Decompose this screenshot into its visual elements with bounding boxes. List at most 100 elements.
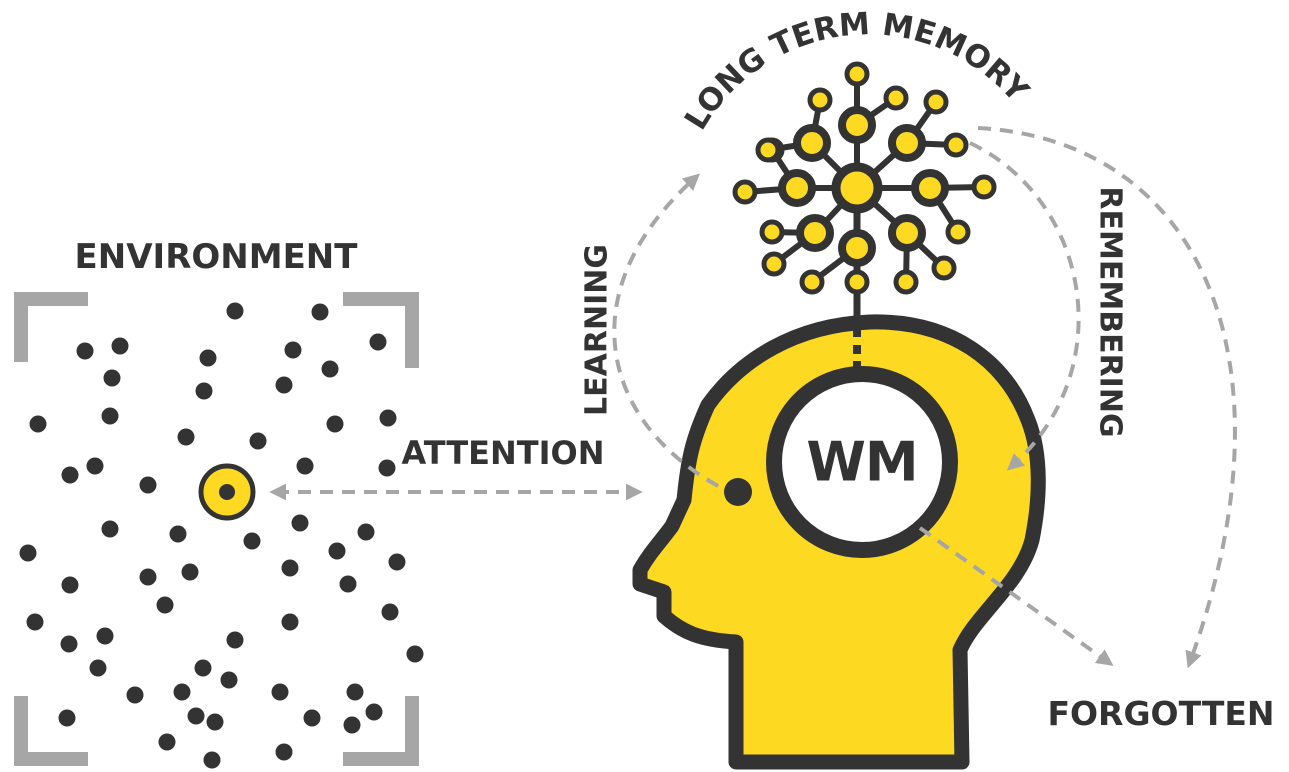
network-node-small: [883, 85, 909, 111]
environment-dots: [19, 302, 424, 769]
stimulus-dot: [199, 349, 217, 367]
network-node-small: [923, 89, 949, 115]
stimulus-dot: [357, 523, 375, 541]
stimulus-dot: [89, 659, 107, 677]
forget-from-ltm-arrow: [977, 126, 1237, 669]
environment-label: ENVIRONMENT: [75, 237, 359, 277]
network-node: [888, 124, 926, 162]
remembering-label: REMEMBERING: [1093, 186, 1128, 437]
stimulus-dot: [61, 576, 79, 594]
network-node-small: [759, 219, 785, 245]
stimulus-dot: [156, 596, 174, 614]
stimulus-dot: [139, 568, 157, 586]
stimulus-dot: [271, 683, 289, 701]
network-node: [793, 124, 831, 162]
stimulus-dot: [328, 542, 346, 560]
network-node-small: [799, 269, 825, 295]
stimulus-dot: [284, 341, 302, 359]
stimulus-dot: [296, 457, 314, 475]
stimulus-dot: [187, 707, 205, 725]
environment-frame: [14, 292, 419, 766]
stimulus-dot: [158, 733, 176, 751]
stimulus-dot: [173, 683, 191, 701]
stimulus-dot: [406, 645, 424, 663]
stimulus-dot: [139, 476, 157, 494]
network-node-small: [893, 269, 919, 295]
stimulus-dot: [101, 520, 119, 538]
stimulus-dot: [111, 337, 129, 355]
stimulus-dot: [365, 703, 383, 721]
stimulus-dot: [195, 382, 213, 400]
network-node: [796, 214, 834, 252]
network-node: [911, 169, 949, 207]
forgotten-label: FORGOTTEN: [1047, 694, 1274, 733]
ltm-link-dashes: [853, 328, 861, 369]
stimulus-dot: [206, 713, 224, 731]
stimulus-dot: [26, 613, 44, 631]
network-node-small: [761, 251, 787, 277]
network-hub: [831, 162, 883, 214]
stimulus-dot: [177, 428, 195, 446]
stimulus-dot: [96, 627, 114, 645]
working-memory-label: WM: [806, 431, 917, 494]
stimulus-dot: [103, 369, 121, 387]
stimulus-dot: [194, 659, 212, 677]
remembering-arrow: [969, 141, 1081, 471]
stimulus-dot: [60, 635, 78, 653]
stimulus-dot: [339, 575, 357, 593]
stimulus-dot: [101, 407, 119, 425]
arrows: [269, 126, 1237, 669]
stimulus-dot: [181, 563, 199, 581]
stimulus-dot: [220, 671, 238, 689]
stimulus-dot: [29, 415, 47, 433]
working-memory-circle: [766, 366, 958, 558]
stimulus-dot: [226, 302, 244, 320]
stimulus-dot: [169, 525, 187, 543]
network-node: [838, 106, 876, 144]
network-node-small: [971, 174, 997, 200]
stimulus-dot: [303, 709, 321, 727]
network-node-small: [844, 61, 870, 87]
stimulus-dot: [249, 432, 267, 450]
stimulus-dot: [61, 466, 79, 484]
stimulus-dot: [326, 415, 344, 433]
stimulus-dot: [275, 743, 293, 761]
stimulus-dot: [311, 303, 329, 321]
stimulus-dot: [281, 613, 299, 631]
stimulus-dot: [243, 532, 261, 550]
stimulus-dot: [378, 459, 396, 477]
stimulus-dot: [379, 409, 397, 427]
neural-network-icon: [732, 61, 997, 295]
stimulus-dot: [76, 342, 94, 360]
target-dot-icon: [198, 463, 256, 521]
stimulus-dot: [19, 544, 37, 562]
stimulus-dot: [58, 709, 76, 727]
stimulus-dot: [291, 514, 309, 532]
attention-label: ATTENTION: [401, 434, 604, 472]
stimulus-dot: [346, 683, 364, 701]
stimulus-dot: [321, 360, 339, 378]
network-node-small: [732, 179, 758, 205]
learning-label: LEARNING: [580, 244, 615, 416]
stimulus-dot: [126, 686, 144, 704]
stimulus-dot: [226, 631, 244, 649]
stimulus-dot: [343, 716, 361, 734]
stimulus-dot: [203, 751, 221, 769]
learning-arrow: [612, 173, 719, 488]
stimulus-dot: [381, 603, 399, 621]
eye-dot: [724, 478, 752, 506]
stimulus-dot: [369, 333, 387, 351]
network-node: [838, 229, 876, 267]
stimulus-dot: [275, 376, 293, 394]
stimulus-dot: [281, 559, 299, 577]
network-node-small: [945, 219, 971, 245]
network-node-small: [807, 87, 833, 113]
network-node: [778, 169, 816, 207]
forget-from-wm-arrow: [918, 526, 1114, 666]
stimulus-dot: [388, 553, 406, 571]
stimulus-dot: [86, 457, 104, 475]
network-node-small: [844, 269, 870, 295]
network-node-small: [755, 137, 781, 163]
network-node-small: [931, 255, 957, 281]
